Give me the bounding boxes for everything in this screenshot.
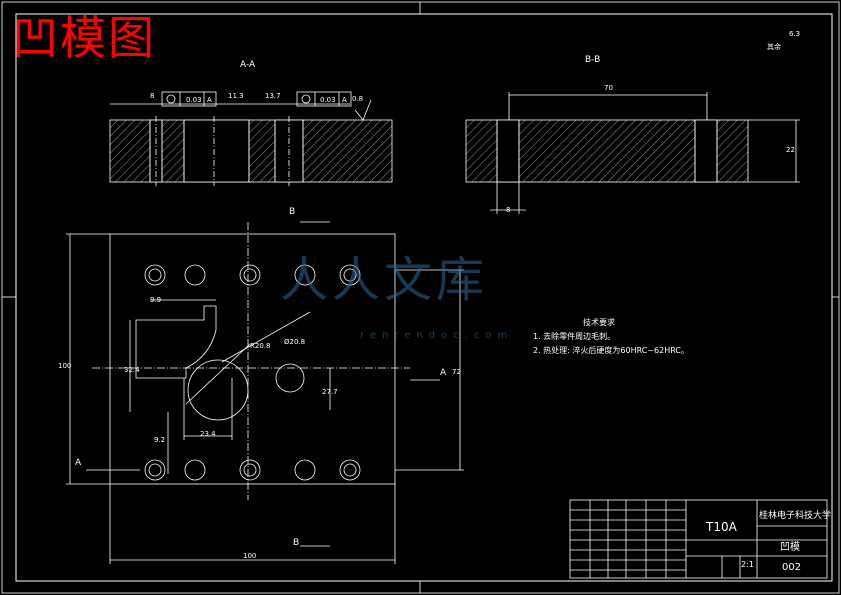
tol-1-value: 0.03 bbox=[186, 96, 202, 104]
hole-bot-3 bbox=[239, 459, 261, 481]
hole-pattern bbox=[144, 264, 361, 481]
titleblock-material: T10A bbox=[706, 520, 737, 534]
cut-mark-a-left: A bbox=[75, 458, 82, 468]
tol-2-ref: A bbox=[342, 96, 347, 104]
tol-1-ref: A bbox=[207, 96, 212, 104]
hole-bot-5 bbox=[339, 459, 361, 481]
cut-mark-b-bottom: B bbox=[293, 538, 300, 548]
dim-plan-324: 32.4 bbox=[124, 366, 140, 374]
dim-aa-113: 11.3 bbox=[228, 92, 244, 100]
dim-plan-277: 27.7 bbox=[322, 388, 338, 396]
dim-bb-8: 8 bbox=[506, 206, 511, 214]
dim-bb-22: 22 bbox=[786, 146, 795, 154]
hole-top-4 bbox=[294, 264, 316, 286]
dim-aa-8: 8 bbox=[150, 92, 155, 100]
dim-aa-137: 13.7 bbox=[265, 92, 281, 100]
dim-plan-99: 9.9 bbox=[150, 296, 162, 304]
title-block bbox=[569, 499, 828, 579]
hole-top-3 bbox=[239, 264, 261, 286]
dim-plan-234: 23.4 bbox=[200, 430, 216, 438]
hole-top-2 bbox=[184, 264, 206, 286]
tol-2-value: 0.03 bbox=[320, 96, 336, 104]
dim-plan-diameter: Ø20.8 bbox=[284, 338, 306, 346]
dim-bb-70: 70 bbox=[604, 84, 613, 92]
watermark-url: renrendoc.com bbox=[360, 330, 514, 341]
section-bb-view bbox=[465, 92, 800, 214]
tech-line-1: 1. 去除零件周边毛刺。 bbox=[533, 332, 616, 341]
dim-plan-92: 9.2 bbox=[154, 436, 166, 444]
dim-plan-width: 100 bbox=[243, 552, 257, 560]
hole-top-5 bbox=[339, 264, 361, 286]
tech-header: 技术要求 bbox=[583, 318, 615, 327]
section-aa-label: A-A bbox=[240, 60, 256, 70]
titleblock-part: 凹模 bbox=[780, 542, 800, 553]
roughness-label: 其余 bbox=[767, 43, 781, 51]
drawing-title: 凹模图 bbox=[12, 11, 156, 65]
hole-top-1 bbox=[144, 264, 166, 286]
titleblock-school: 桂林电子科技大学 bbox=[759, 511, 832, 521]
roughness-value: 6.3 bbox=[789, 30, 801, 38]
hole-bot-4 bbox=[294, 459, 316, 481]
dim-plan-height: 100 bbox=[58, 362, 72, 370]
cut-mark-b-top: B bbox=[289, 207, 296, 217]
section-aa-view bbox=[109, 91, 393, 186]
tech-line-2: 2. 热处理: 淬火后硬度为60HRC~62HRC。 bbox=[533, 346, 689, 355]
plan-view bbox=[66, 221, 464, 564]
inner-border bbox=[15, 13, 833, 582]
hole-bot-1 bbox=[144, 459, 166, 481]
titleblock-scale: 2:1 bbox=[741, 560, 754, 569]
dim-aa-08: 0.8 bbox=[352, 95, 364, 103]
dim-plan-radius: R20.8 bbox=[250, 342, 271, 350]
hole-bot-2 bbox=[184, 459, 206, 481]
dim-plan-72: 72 bbox=[452, 368, 461, 376]
cut-mark-a-right: A bbox=[440, 368, 447, 378]
titleblock-number: 002 bbox=[782, 562, 802, 573]
technical-requirements: 技术要求 1. 去除零件周边毛刺。 2. 热处理: 淬火后硬度为60HRC~62… bbox=[533, 316, 689, 358]
watermark-text: 人人文库 bbox=[280, 252, 489, 308]
section-bb-label: B-B bbox=[585, 55, 601, 65]
